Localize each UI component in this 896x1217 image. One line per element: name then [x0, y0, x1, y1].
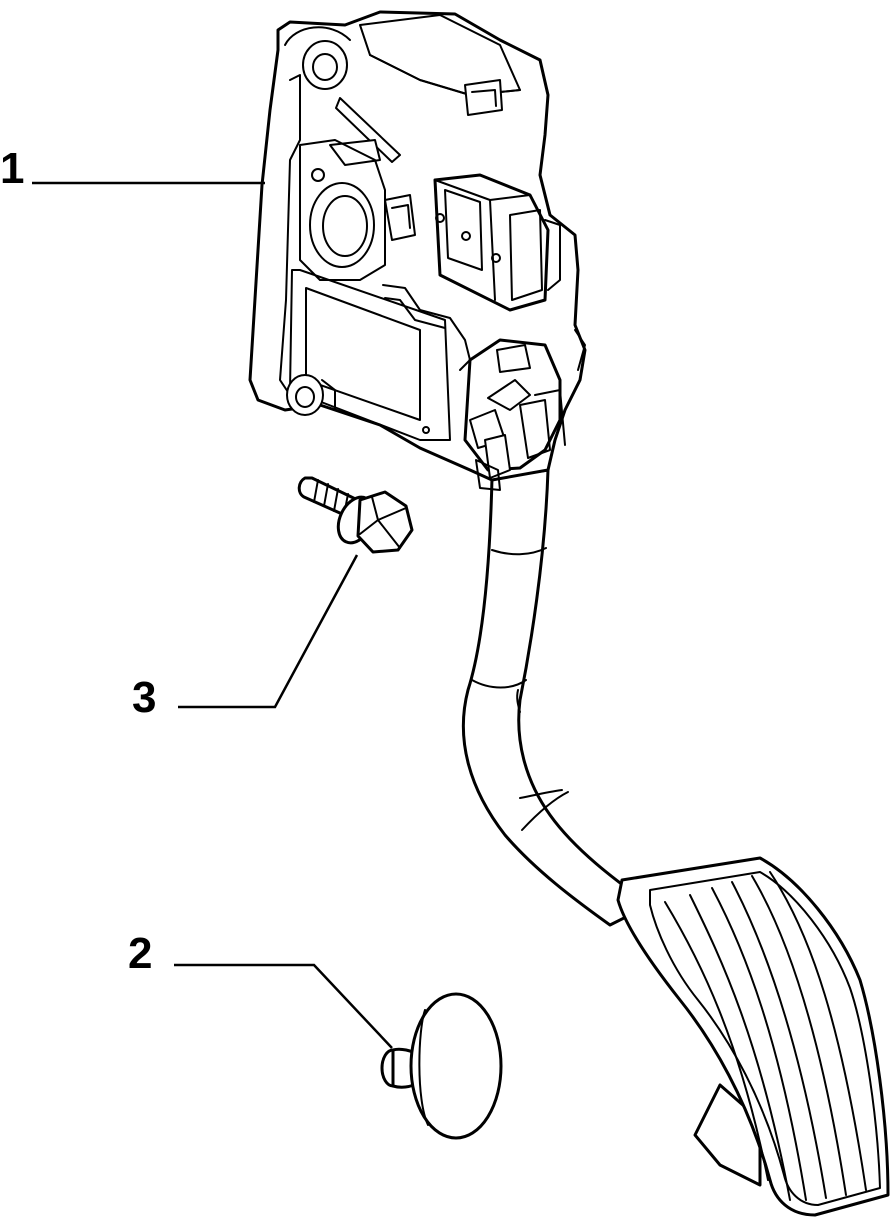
leader-lines — [32, 181, 393, 1049]
bolt-part — [297, 476, 414, 554]
leader-line-3 — [178, 554, 359, 709]
callout-1: 1 — [0, 144, 24, 193]
pedal-pivot-mechanism — [463, 329, 586, 491]
leader-line-2 — [174, 963, 393, 1049]
pedal-stop-cap-part — [380, 992, 503, 1140]
pedal-position-sensor-housing — [248, 10, 587, 482]
pedal-pad — [616, 856, 890, 1217]
callout-2: 2 — [128, 929, 152, 978]
electrical-connector — [433, 173, 561, 312]
callout-3: 3 — [132, 673, 156, 722]
pedal-arm — [461, 468, 652, 927]
